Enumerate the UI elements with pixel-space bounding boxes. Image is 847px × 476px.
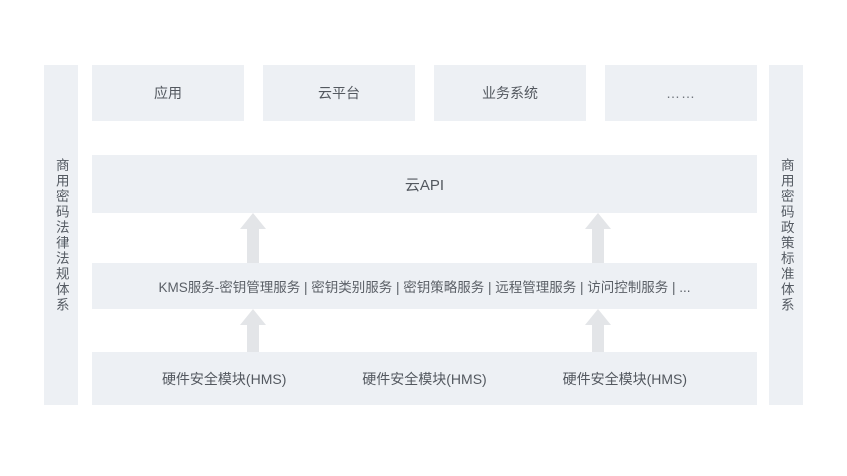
kms-service-label: KMS服务-密钥管理服务 | 密钥类别服务 | 密钥策略服务 | 远程管理服务 … [158,280,691,295]
app-box-label-0: 应用 [154,85,182,101]
arrow-up-icon-kms-to-api-left [240,213,266,265]
hms-module-label-1: 硬件安全模块(HMS) [362,370,487,387]
hms-module-label-2: 硬件安全模块(HMS) [562,370,688,387]
cloud-api-label: 云API [404,176,445,194]
hardware-security-module-bar: 硬件安全模块(HMS) 硬件安全模块(HMS) 硬件安全模块(HMS) [92,352,757,405]
right-rail-policy-standard-system: 商用密码政策标准体系 [769,65,803,405]
arrow-up-icon-kms-to-api-right [585,213,611,265]
cloud-api-bar: 云API [92,155,757,213]
app-box-business-system: 业务系统 [434,65,586,121]
left-rail-legal-system: 商用密码法律法规体系 [44,65,78,405]
hms-module-label-0: 硬件安全模块(HMS) [161,370,287,387]
app-box-application: 应用 [92,65,244,121]
app-box-label-2: 业务系统 [482,85,538,101]
left-rail-label: 商用密码法律法规体系 [53,157,69,313]
right-rail-label: 商用密码政策标准体系 [778,157,794,313]
app-box-more: …… [605,65,757,121]
arrow-up-icon-hms-to-kms-left [240,309,266,361]
arrow-up-icon-hms-to-kms-right [585,309,611,361]
app-box-cloud-platform: 云平台 [263,65,415,121]
kms-service-bar: KMS服务-密钥管理服务 | 密钥类别服务 | 密钥策略服务 | 远程管理服务 … [92,263,757,309]
app-box-label-3: …… [666,85,696,101]
app-box-label-1: 云平台 [318,85,360,101]
